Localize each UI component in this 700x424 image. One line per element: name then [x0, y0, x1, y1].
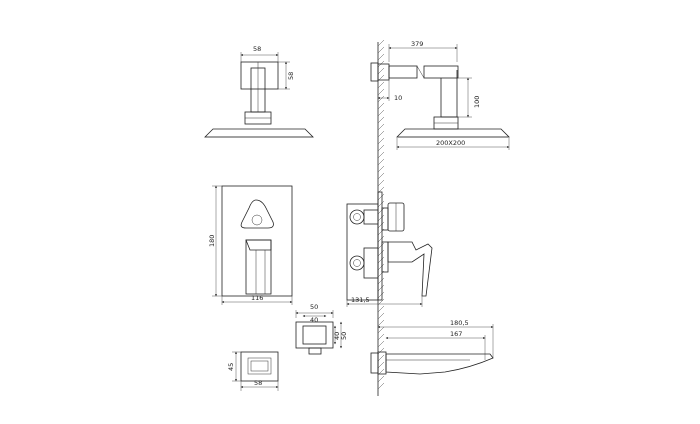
wall-hatch-line — [377, 291, 385, 299]
dim-mixer-depth: 131,5 — [351, 296, 370, 304]
spout-side-view: 180,5 167 — [370, 319, 494, 375]
wall-hatch-line — [377, 256, 385, 264]
wall-hatch-line — [377, 277, 385, 285]
wall-hatch-line — [377, 81, 385, 89]
wall-hatch-line — [377, 144, 385, 152]
wall-hatch-line — [377, 319, 385, 327]
dim-head-size: 200X200 — [436, 139, 465, 147]
wall-hatch-line — [377, 382, 385, 390]
wall-hatch-line — [377, 340, 385, 348]
dim-mixer-width: 116 — [251, 294, 263, 302]
wall-hatch-line — [377, 235, 385, 243]
wall-hatch-line — [377, 179, 385, 187]
wall-hatch-line — [377, 172, 385, 180]
dim-mixer-height: 180 — [208, 235, 216, 247]
dim-outlet-height: 45 — [227, 363, 235, 371]
wall-hatch-line — [377, 137, 385, 145]
wall-hatch-line — [377, 102, 385, 110]
dim-drop: 100 — [473, 96, 481, 108]
wall-hatch-line — [377, 354, 385, 362]
wall-hatch-line — [377, 207, 385, 215]
dim-arm-length: 379 — [411, 40, 423, 48]
wall-hatch-line — [377, 305, 385, 313]
wall-hatch-line — [377, 158, 385, 166]
dim-wall-offset: 10 — [394, 94, 402, 102]
wall-hatch-line — [377, 200, 385, 208]
wall-hatch-line — [377, 221, 385, 229]
wall-hatch-line — [377, 263, 385, 271]
outlet-front-view: 45 58 — [227, 351, 279, 391]
wall-hatch-line — [377, 109, 385, 117]
dim-outlet-outer: 50 — [310, 303, 318, 311]
wall-hatch-line — [377, 284, 385, 292]
dim-spout-length: 167 — [450, 330, 462, 338]
wall-hatch-line — [377, 214, 385, 222]
outlet-detail-view: 50 40 40 50 — [295, 303, 348, 355]
wall-hatch-line — [377, 347, 385, 355]
wall-hatch-line — [377, 312, 385, 320]
mixer-front-view: 180 116 — [208, 185, 293, 305]
wall-hatch-line — [377, 193, 385, 201]
mixer-side-view: 131,5 — [346, 191, 433, 307]
wall-hatch-line — [377, 130, 385, 138]
wall-hatch-line — [377, 46, 385, 54]
wall-hatch-line — [377, 95, 385, 103]
wall-hatch-line — [377, 67, 385, 75]
dim-outlet-inner: 40 — [310, 316, 318, 324]
dim-head-height: 58 — [287, 72, 295, 80]
wall-hatch-line — [377, 39, 385, 47]
wall-section — [377, 39, 385, 396]
wall-hatch-line — [377, 123, 385, 131]
wall-hatch-line — [377, 361, 385, 369]
wall-hatch-line — [377, 165, 385, 173]
wall-hatch-line — [377, 326, 385, 334]
wall-hatch-line — [377, 375, 385, 383]
dim-outlet-depth-b: 50 — [340, 332, 348, 340]
wall-hatch-line — [377, 88, 385, 96]
wall-hatch-line — [377, 53, 385, 61]
shower-head-front-view: 58 58 — [204, 45, 314, 138]
wall-hatch-line — [377, 116, 385, 124]
wall-hatch-line — [377, 151, 385, 159]
wall-hatch-line — [377, 242, 385, 250]
dim-head-width: 58 — [253, 45, 261, 53]
dim-outlet-depth-a: 40 — [333, 332, 341, 340]
dim-spout-total: 180,5 — [450, 319, 469, 327]
wall-hatch-line — [377, 249, 385, 257]
shower-head-side-view: 379 10 100 200X200 — [370, 40, 510, 150]
wall-hatch-line — [377, 333, 385, 341]
dim-outlet-width: 58 — [254, 379, 262, 387]
